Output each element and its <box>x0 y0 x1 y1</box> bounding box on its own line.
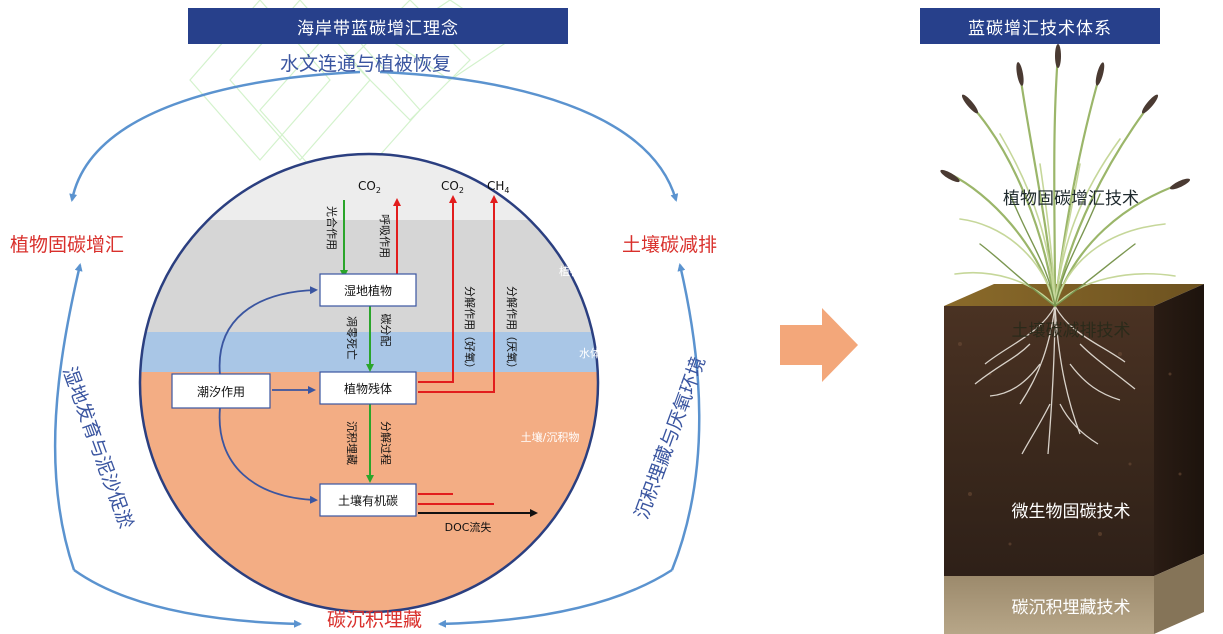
box-plant-residue: 植物残体 <box>319 371 417 405</box>
box-soil-organic-carbon-label: 土壤有机碳 <box>338 493 398 508</box>
carbon-allocation-label: 碳分配 <box>379 314 393 347</box>
tidal-to-soc-curve <box>218 407 318 504</box>
sediment-tech-label: 碳沉积埋藏技术 <box>1011 598 1131 618</box>
arc-right-bottom <box>438 568 673 628</box>
arc-left <box>53 263 83 571</box>
bottom-label: 碳沉积埋藏 <box>327 609 423 631</box>
sediment-front-face <box>944 576 1154 634</box>
arc-right <box>670 263 701 571</box>
soil-tech-label: 土壤碳减排技术 <box>1011 321 1131 341</box>
plant-roots <box>974 305 1136 455</box>
co2-left-label: CO2 <box>358 179 381 195</box>
plant-tech-label: 植物固碳增汇技术 <box>1003 189 1139 209</box>
soil-profile-illustration <box>940 44 1204 634</box>
layer-label-air: 大气 <box>524 201 546 215</box>
respiration-label: 呼吸作用 <box>378 214 391 258</box>
box-wetland-plants-label: 湿地植物 <box>344 283 392 298</box>
top-label: 水文连通与植被恢复 <box>280 53 452 75</box>
transition-arrow-icon <box>780 308 858 382</box>
anaerobic-ch4-arrow <box>418 195 498 393</box>
right-label: 土壤碳减排 <box>622 234 718 256</box>
box-soil-organic-carbon: 土壤有机碳 <box>319 483 417 517</box>
arc-top-left <box>69 70 361 202</box>
microbe-tech-label: 微生物固碳技术 <box>1011 502 1131 522</box>
arc-left-bottom <box>73 568 302 628</box>
photosynthesis-label: 光合作用 <box>325 206 339 250</box>
aerobic-decomposition-label: 分解作用（好氧） <box>463 286 477 374</box>
layer-label-vegetation: 植被 <box>559 264 581 278</box>
decomposition-process-label: 分解过程 <box>379 421 393 465</box>
sediment-burial-label: 沉积埋藏 <box>345 421 358 465</box>
carbon-cycle-diagram: 大气 植被 水体 土壤/沉积物 CO2 CO2 CH4 光合作用 呼吸作用 凋零… <box>53 0 710 628</box>
box-tidal-action-label: 潮汐作用 <box>197 384 245 399</box>
soil-texture <box>958 342 1182 546</box>
layer-label-water: 水体 <box>579 346 601 360</box>
tidal-to-plants-curve <box>218 286 318 376</box>
ch4-label: CH4 <box>487 179 510 195</box>
diagram-circle <box>138 152 600 614</box>
co2-right-label: CO2 <box>441 179 464 195</box>
left-arc-label: 湿地发育与泥沙促淤 <box>58 364 137 532</box>
grass-tuft <box>940 44 1191 308</box>
box-plant-residue-label: 植物残体 <box>344 381 392 396</box>
aerobic-co2-arrow <box>418 195 457 383</box>
doc-loss-label: DOC流失 <box>445 520 492 534</box>
left-banner: 海岸带蓝碳增汇理念 <box>188 8 568 44</box>
layer-label-soil: 土壤/沉积物 <box>521 430 580 444</box>
box-tidal-action: 潮汐作用 <box>171 373 271 409</box>
left-label: 植物固碳增汇 <box>10 234 125 256</box>
right-banner: 蓝碳增汇技术体系 <box>920 8 1160 44</box>
sediment-side-face <box>1154 554 1204 634</box>
box-wetland-plants: 湿地植物 <box>319 273 417 307</box>
soil-top-face <box>944 284 1204 306</box>
wither-death-label: 凋零死亡 <box>345 316 359 360</box>
anaerobic-decomposition-label: 分解作用（厌氧） <box>505 286 519 374</box>
soil-side-face <box>1154 284 1204 576</box>
arc-top-right <box>379 70 679 202</box>
